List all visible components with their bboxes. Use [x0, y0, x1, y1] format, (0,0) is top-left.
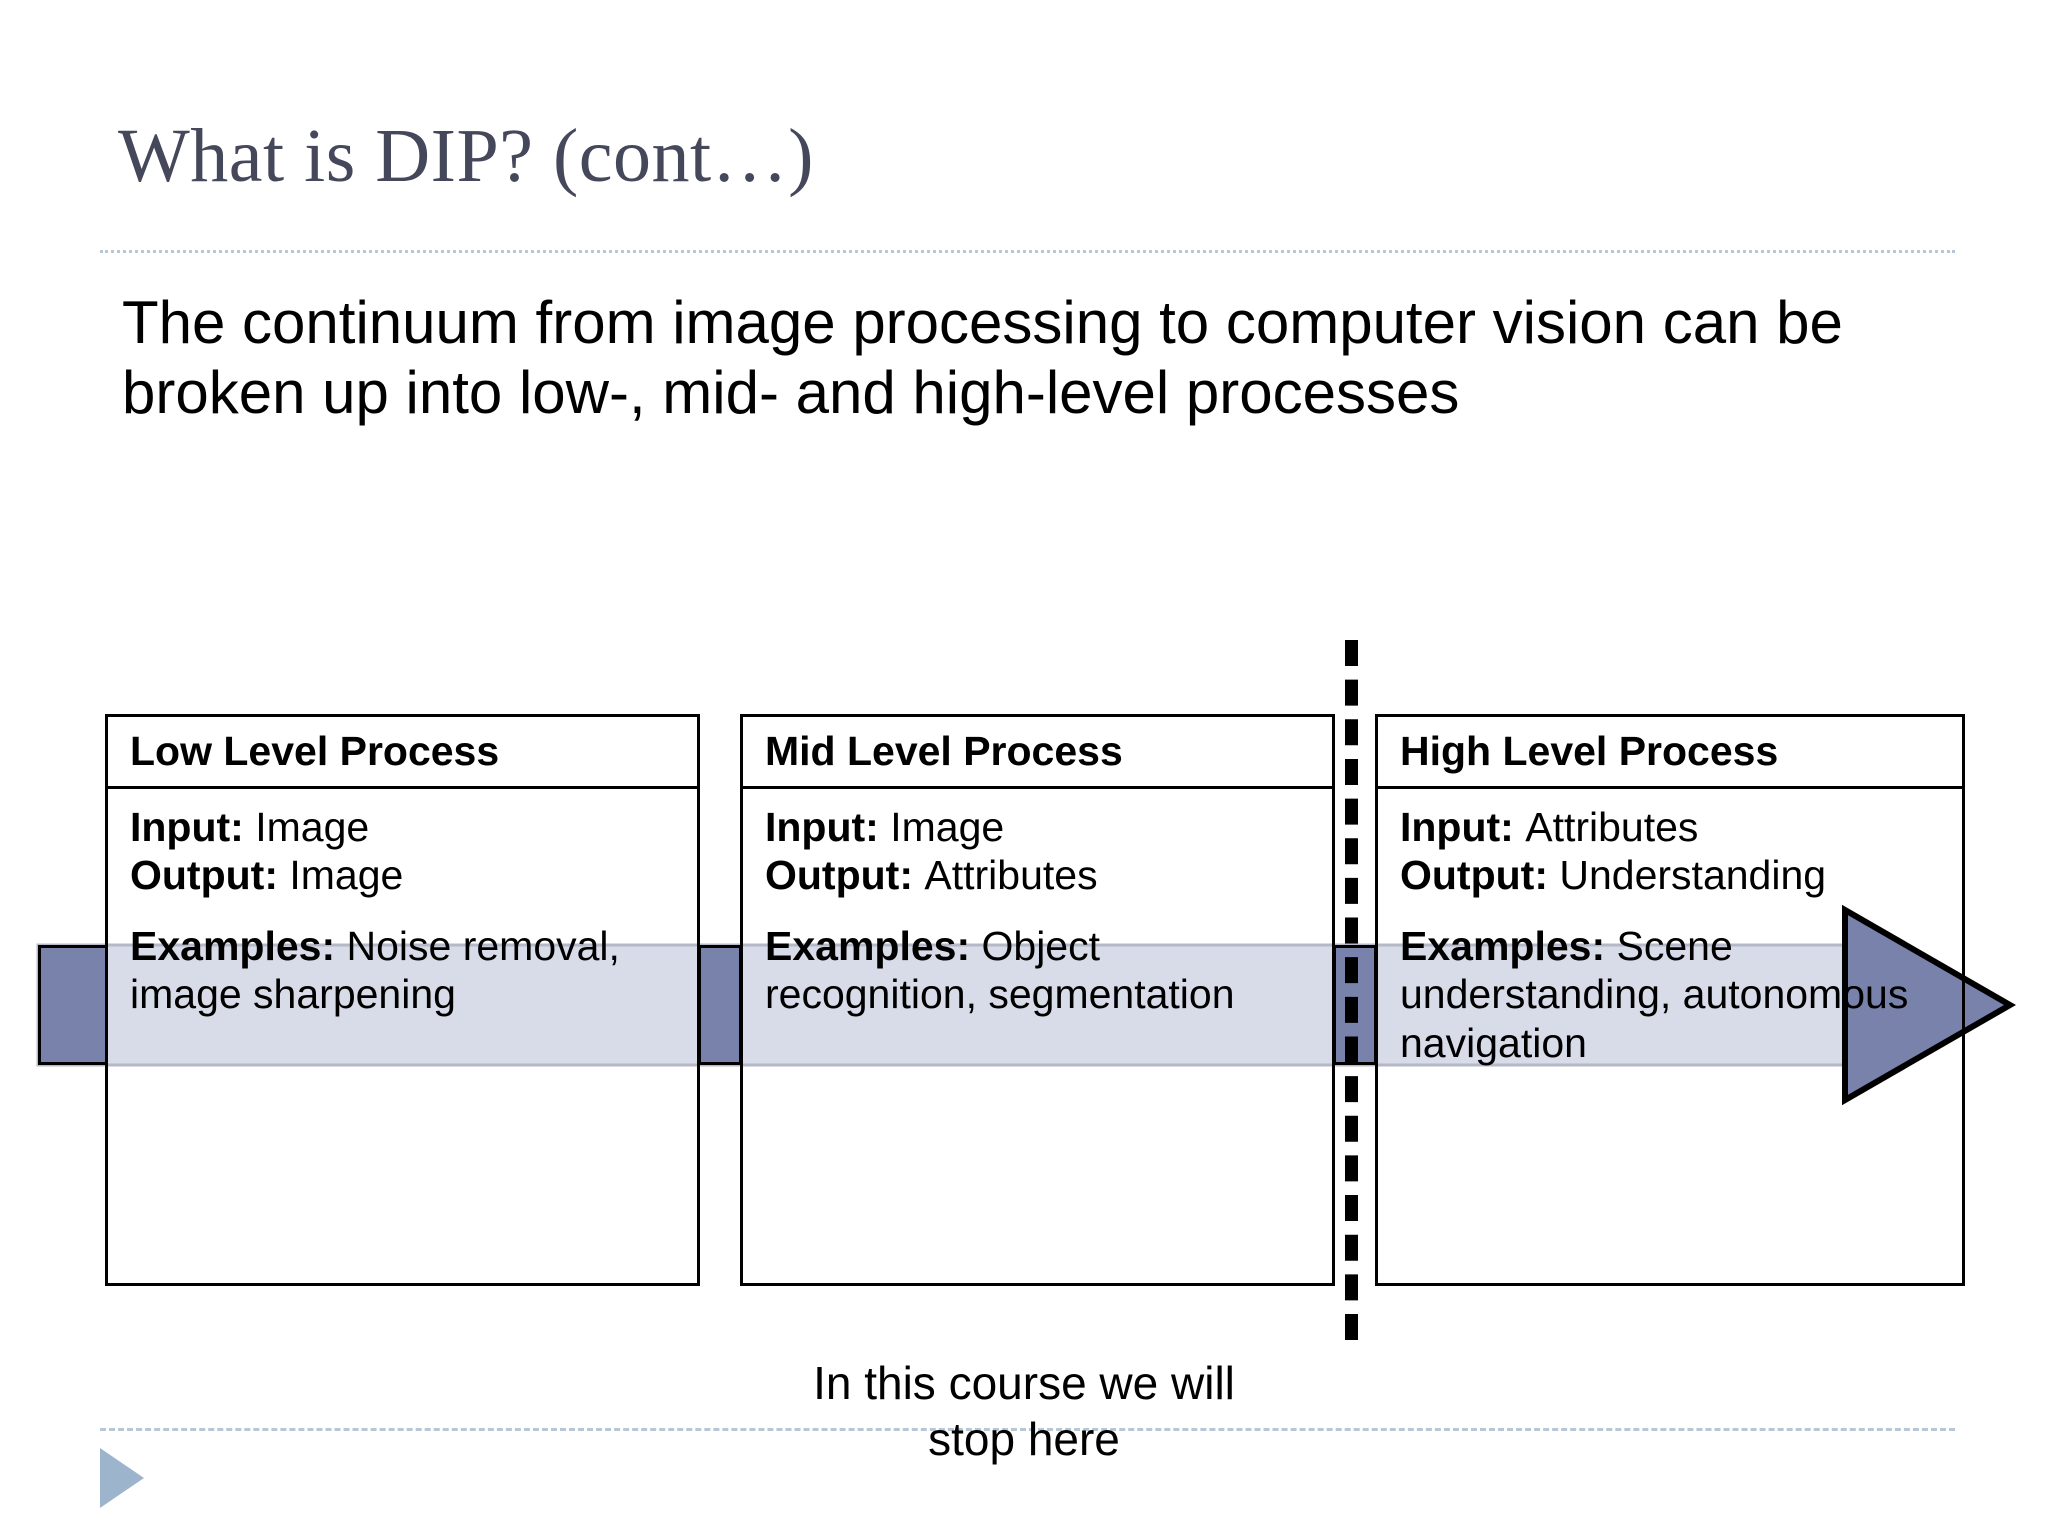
examples-row: Examples: Noise removal, image sharpenin…	[130, 922, 679, 1019]
examples-value: Scene understanding, autonomous navigati…	[1400, 922, 1909, 1066]
process-box-mid-level: Mid Level Process Input: Image Output: A…	[740, 714, 1335, 1286]
input-value: Image	[255, 804, 370, 850]
input-label: Input:	[130, 804, 256, 850]
examples-row: Examples: Scene understanding, autonomou…	[1400, 922, 1944, 1067]
output-value: Image	[289, 852, 404, 899]
examples-value: Object recognition, segmentation	[765, 922, 1235, 1018]
process-box-body: Input: Attributes Output: Understanding …	[1378, 789, 1962, 1067]
input-row: Input: Image	[130, 803, 679, 851]
input-row: Input: Attributes	[1400, 803, 1944, 851]
output-row: Output: Understanding	[1400, 851, 1944, 899]
output-value: Understanding	[1559, 852, 1827, 899]
course-scope-note-line1: In this course we will	[813, 1357, 1235, 1409]
process-box-high-level: High Level Process Input: Attributes Out…	[1375, 714, 1965, 1286]
process-box-header: High Level Process	[1378, 717, 1962, 789]
course-scope-divider-line	[1345, 640, 1358, 1340]
input-label: Input:	[765, 804, 891, 850]
process-box-header: Low Level Process	[108, 717, 697, 789]
input-value: Image	[890, 804, 1005, 850]
examples-label: Examples:	[1400, 922, 1617, 969]
examples-row: Examples: Object recognition, segmentati…	[765, 922, 1314, 1019]
arrow-connector-left	[38, 945, 108, 1065]
output-label: Output:	[1400, 852, 1560, 899]
footer-divider-rule	[100, 1428, 1955, 1431]
examples-label: Examples:	[765, 922, 982, 969]
output-label: Output:	[130, 852, 290, 899]
output-row: Output: Image	[130, 851, 679, 899]
process-box-body: Input: Image Output: Image Examples: Noi…	[108, 789, 697, 1019]
output-row: Output: Attributes	[765, 851, 1314, 899]
page-title: What is DIP? (cont…)	[118, 114, 814, 198]
input-value: Attributes	[1525, 804, 1699, 850]
arrow-connector-middle-1	[698, 945, 742, 1065]
examples-value: Noise removal, image sharpening	[130, 922, 620, 1018]
process-box-header: Mid Level Process	[743, 717, 1332, 789]
process-box-low-level: Low Level Process Input: Image Output: I…	[105, 714, 700, 1286]
continuum-arrow-icon	[36, 904, 2017, 1106]
input-label: Input:	[1400, 804, 1526, 850]
play-triangle-icon	[100, 1448, 144, 1508]
course-scope-note-line2: stop here	[928, 1413, 1120, 1466]
title-divider-rule	[100, 250, 1955, 253]
input-row: Input: Image	[765, 803, 1314, 851]
process-box-body: Input: Image Output: Attributes Examples…	[743, 789, 1332, 1019]
output-value: Attributes	[924, 852, 1098, 899]
slide-body-text: The continuum from image processing to c…	[122, 289, 1843, 426]
output-label: Output:	[765, 852, 925, 899]
course-scope-note: In this course we will stop here	[674, 1355, 1374, 1467]
examples-label: Examples:	[130, 922, 347, 969]
